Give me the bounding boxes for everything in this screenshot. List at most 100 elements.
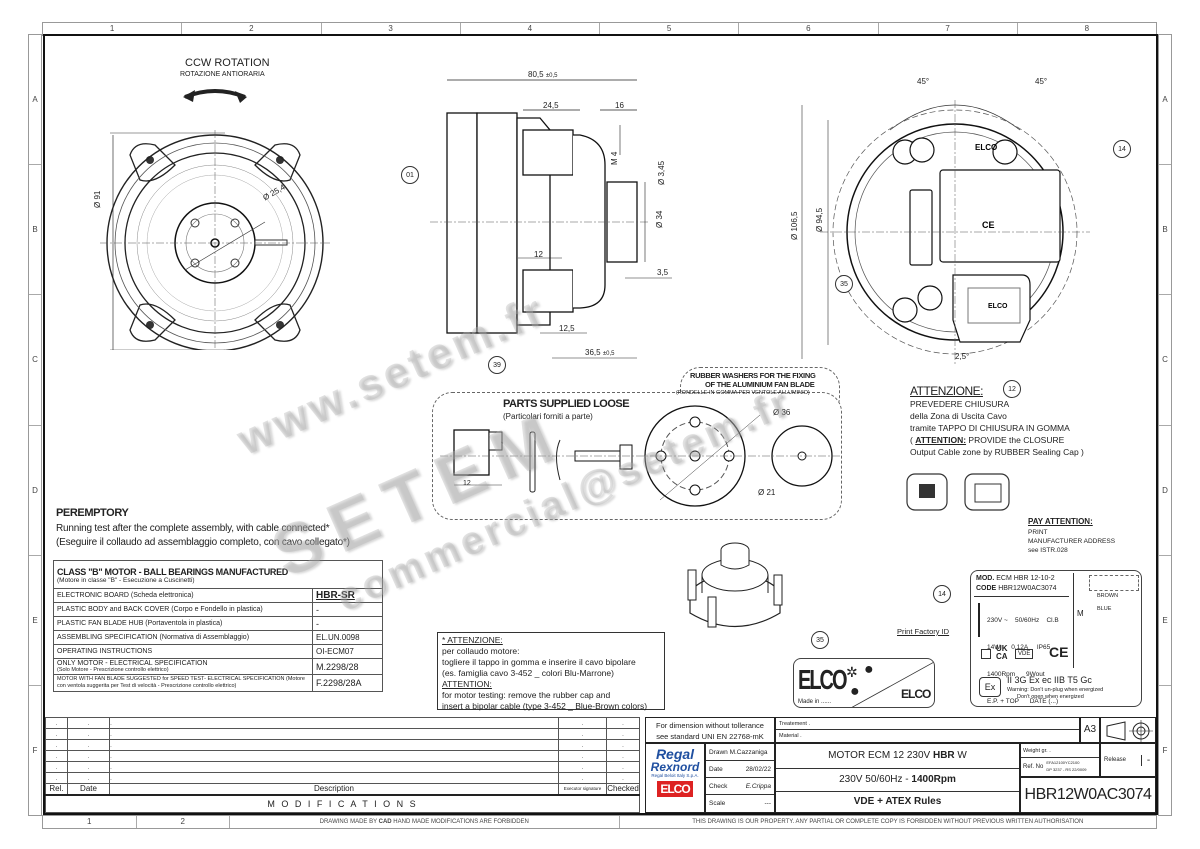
motor-symbol-icon: M: [1077, 609, 1084, 618]
regal-subtitle: Regal Beloit Italy S.p.A.: [651, 773, 699, 778]
test-note-line: per collaudo motore:: [442, 646, 520, 656]
title-line-3: VDE + ATEX Rules: [853, 796, 942, 807]
balloon-39: 39: [488, 356, 506, 374]
dim-3-5: 3,5: [657, 268, 669, 277]
zone-8: 8: [1084, 24, 1090, 33]
globe-icon: ●: [864, 661, 874, 678]
attention-cap-title: ATTENZIONE:: [910, 384, 983, 398]
rating-plate: MOD. ECM HBR 12-10-2 CODE HBR12W0AC3074 …: [970, 570, 1142, 707]
zone-b: B: [29, 165, 41, 296]
svg-text:CE: CE: [982, 220, 995, 230]
dim-34: Ø 34: [655, 210, 664, 228]
svg-text:ELCO: ELCO: [975, 143, 997, 152]
elco-logo: ELCO: [798, 665, 848, 696]
warning-unplug: Warning: Don't un-plug when energized: [1007, 687, 1104, 693]
dim-94-5: Ø 94,5: [815, 207, 824, 232]
scale-field: Scale---: [709, 800, 771, 807]
dim-diameter-91: Ø 91: [93, 190, 102, 208]
front-view-drawing: [100, 89, 330, 350]
table-row: PLASTIC FAN BLADE HUB (Portaventola in p…: [53, 616, 383, 631]
zone-3: 3: [322, 23, 461, 35]
attention-cap-line: PREVEDERE CHIUSURA: [910, 399, 1010, 409]
table-row: .....: [45, 728, 640, 740]
pay-attention-line: PRINT: [1028, 529, 1048, 536]
balloon-35-label: 35: [811, 631, 829, 649]
manufacturer-address-box: [1089, 575, 1139, 591]
zone-6: 6: [739, 23, 879, 35]
zone-d: D: [29, 426, 41, 556]
washers-title-2: OF THE ALUMINIUM FAN BLADE: [705, 380, 815, 389]
balloon-14-plate: 14: [933, 585, 951, 603]
parts-loose-title: PARTS SUPPLIED LOOSE: [503, 398, 630, 410]
test-note-en-title: ATTENTION:: [442, 679, 492, 689]
table-row: .....: [45, 761, 640, 773]
dim-overall: 80,5 ±0,5: [528, 70, 558, 79]
elco-label: ELCO ✲ ● ● ELCO Made in ......: [793, 658, 935, 708]
table-row: ONLY MOTOR - ELECTRICAL SPECIFICATION(So…: [53, 658, 383, 675]
peremptory-line-1: Running test after the complete assembly…: [56, 523, 330, 534]
zone-ruler-right: A B C D E F: [1158, 34, 1172, 816]
material-field: Material .: [779, 733, 802, 739]
dim-12-5: 12,5: [559, 324, 575, 333]
modifications-title: M O D I F I C A T I O N S: [45, 793, 640, 813]
parts-loose-subtitle: (Particolari forniti a parte): [503, 412, 593, 421]
zone-2: 2: [182, 23, 322, 35]
release-block: Release -: [1100, 743, 1156, 777]
spec-table-header: CLASS "B" MOTOR - BALL BEARINGS MANUFACT…: [53, 560, 383, 589]
projection-symbol-icon: [1100, 717, 1156, 743]
print-factory-id: Print Factory ID: [897, 627, 950, 636]
double-insulation-icon: [981, 649, 991, 659]
rexnord-logo: Rexnord: [650, 760, 700, 774]
wire-brown: BROWN: [1097, 593, 1119, 599]
zone-d: D: [1159, 426, 1171, 556]
svg-text:ELCO: ELCO: [988, 303, 1008, 310]
treatment-material: Treatement . Material .: [775, 717, 1080, 743]
drawn-by: Drawn M.Cazzaniga: [706, 744, 774, 761]
balloon-14: 14: [1113, 140, 1131, 158]
company-logos: Regal Rexnord Regal Beloit Italy S.p.A. …: [645, 743, 705, 813]
rear-view-drawing: ELCO ELCO CE: [801, 100, 1090, 365]
side-view-drawing: [430, 79, 672, 359]
zone-1: 1: [43, 23, 183, 35]
table-row: .....: [45, 717, 640, 729]
zone-ruler-bottom: 1 2 DRAWING MADE BY CAD HAND MADE MODIFI…: [42, 815, 1157, 829]
zone-2: 2: [137, 816, 230, 828]
plate-code: CODE HBR12W0AC3074: [976, 585, 1057, 592]
rotation-subtitle: ROTAZIONE ANTIORARIA: [180, 71, 265, 78]
modifications-table: ..... ..... ..... ..... ..... ..... Rel.…: [45, 717, 640, 813]
rubber-cap-drawing: [906, 473, 1010, 511]
zone-5: 5: [600, 23, 740, 35]
attention-cap-en-line2: Output Cable zone by RUBBER Sealing Cap …: [910, 447, 1084, 457]
zone-a: A: [1159, 35, 1171, 166]
test-note-box: * ATTENZIONE: per collaudo motore: togli…: [437, 632, 665, 711]
globe-icon: ●: [850, 683, 860, 700]
zone-e: E: [1159, 556, 1171, 686]
angle-2-5: 2,5°: [955, 352, 970, 361]
rotation-arrow-icon: [978, 603, 980, 637]
balloon-01: 01: [401, 166, 419, 184]
table-header: Rel. Date Description Executor signature…: [45, 783, 640, 795]
spec-table-title: CLASS "B" MOTOR - BALL BEARINGS MANUFACT…: [57, 566, 289, 577]
zone-f: F: [32, 745, 38, 755]
drawing-frame: [43, 34, 1158, 815]
plate-ratings: 230V ~ 50/60Hz Cl.B 14W 0,12A IP65 1400R…: [987, 617, 1059, 705]
zone-c: C: [29, 295, 41, 426]
dim-3-45: Ø 3,45: [657, 160, 666, 185]
dim-106-5: Ø 106,5: [790, 211, 799, 240]
tolerance-note: For dimension without tollerance see sta…: [645, 717, 775, 743]
attention-cap-en-line: ( ATTENTION: PROVIDE the CLOSURE: [910, 435, 1065, 445]
pay-attention-line: MANUFACTURER ADDRESS: [1028, 538, 1116, 545]
title-line-1: MOTOR ECM 12 230V HBR W: [776, 744, 1019, 769]
sheet-format: A3: [1080, 717, 1100, 743]
spec-table: CLASS "B" MOTOR - BALL BEARINGS MANUFACT…: [53, 560, 383, 692]
angle-45-right: 45°: [1035, 77, 1048, 86]
test-note-title: * ATTENZIONE:: [442, 635, 503, 645]
property-notice: THIS DRAWING IS OUR PROPERTY. ANY PARTIA…: [692, 819, 1084, 825]
table-row: .....: [45, 739, 640, 751]
table-row: ASSEMBLING SPECIFICATION (Normativa di A…: [53, 630, 383, 645]
